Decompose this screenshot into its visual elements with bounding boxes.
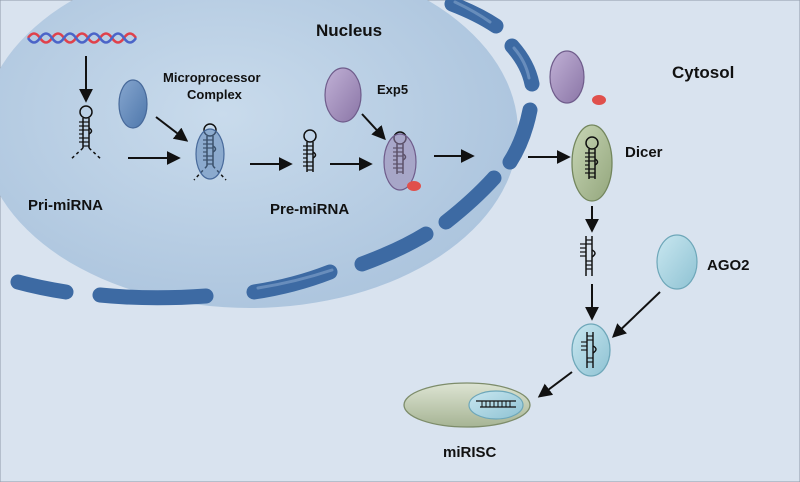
pri-mirna-label: Pri-miRNA	[28, 197, 103, 214]
mirisc-complex	[403, 382, 531, 428]
dna-helix-icon	[26, 32, 138, 44]
exp5-label: Exp5	[377, 82, 408, 97]
arrow-exp5-binding	[361, 113, 386, 141]
ago2-complex	[571, 323, 611, 377]
ago2-protein	[656, 234, 698, 290]
dicer-complex	[571, 124, 613, 202]
nucleus-label: Nucleus	[316, 21, 382, 40]
microprocessor-complex	[193, 123, 227, 181]
microprocessor-protein	[118, 79, 148, 129]
microprocessor-label-line2: Complex	[187, 87, 243, 102]
arrow-to-mirisc	[537, 371, 573, 398]
mirna-duplex-icon	[580, 236, 596, 276]
ago2-label: AGO2	[707, 257, 750, 274]
nucleus	[0, 0, 518, 308]
exp5-complex	[383, 131, 421, 191]
pre-mirna-label: Pre-miRNA	[270, 201, 349, 218]
ran-gtp-released	[592, 95, 606, 105]
exp5-protein	[324, 67, 362, 123]
arrow-microprocessor-binding	[155, 116, 189, 142]
mirisc-label: miRISC	[443, 444, 497, 461]
microprocessor-label-line1: Microprocessor	[163, 70, 261, 85]
pri-mirna-hairpin-icon	[69, 105, 103, 161]
arrow-ago2-loading	[611, 291, 661, 338]
dicer-label: Dicer	[625, 144, 663, 161]
cytosol-label: Cytosol	[672, 63, 734, 82]
exp5-released	[549, 50, 585, 104]
